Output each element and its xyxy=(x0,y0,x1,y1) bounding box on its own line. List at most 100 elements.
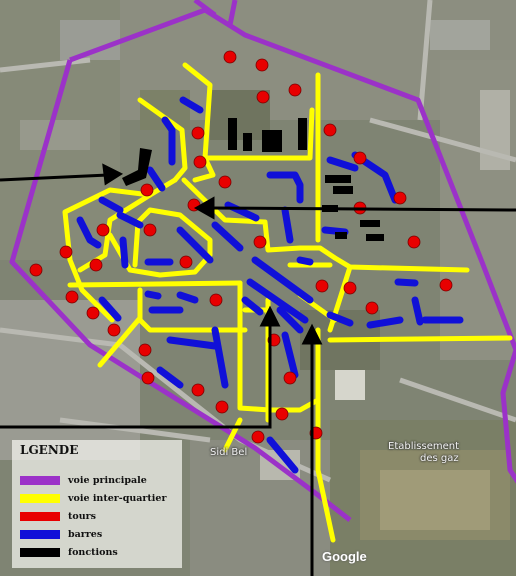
tour xyxy=(365,301,379,315)
barre xyxy=(119,236,129,269)
tour xyxy=(138,343,152,357)
arrowhead xyxy=(102,163,124,186)
tour xyxy=(256,90,270,104)
tour xyxy=(253,235,267,249)
tour xyxy=(215,400,229,414)
tour xyxy=(193,155,207,169)
arrowhead xyxy=(259,305,281,327)
barre xyxy=(266,436,299,474)
tour xyxy=(353,151,367,165)
legend-label: barres xyxy=(68,528,103,540)
place-label: des gaz xyxy=(420,453,459,464)
legend xyxy=(12,440,182,568)
tour xyxy=(275,407,289,421)
tour xyxy=(255,58,269,72)
place-label: Sidi Bel xyxy=(210,447,248,458)
barres-layer xyxy=(76,96,464,474)
tour xyxy=(179,255,193,269)
tour xyxy=(323,123,337,137)
inter-road xyxy=(137,97,188,183)
arrow-voie xyxy=(0,322,272,429)
barre xyxy=(161,116,176,166)
inter-road xyxy=(202,107,315,161)
legend-label: fonctions xyxy=(68,546,118,558)
fonction-block xyxy=(333,186,353,194)
barre xyxy=(211,326,229,389)
google-logo: Google xyxy=(322,549,367,564)
arrow-fonction xyxy=(0,173,109,182)
legend-swatch xyxy=(20,529,60,539)
tour xyxy=(96,223,110,237)
legend-title: LGENDE xyxy=(20,443,79,457)
tour xyxy=(343,281,357,295)
inter-road xyxy=(222,417,243,453)
barre xyxy=(321,226,349,236)
inter-road xyxy=(67,280,243,288)
tour xyxy=(209,293,223,307)
annotation-arrows xyxy=(0,163,516,576)
legend-swatch xyxy=(20,493,60,503)
barre xyxy=(98,196,124,214)
barre xyxy=(144,290,162,300)
legend-item-barres: barres xyxy=(20,528,102,540)
tour xyxy=(191,383,205,397)
tour xyxy=(29,263,43,277)
legend-label: tours xyxy=(68,510,96,522)
legend-swatch xyxy=(20,475,60,485)
inter-road xyxy=(97,315,143,368)
tours-layer xyxy=(29,50,453,444)
tour xyxy=(65,290,79,304)
fonction-block xyxy=(122,148,152,186)
fonction-block xyxy=(228,118,237,150)
main-road-boundary xyxy=(9,59,352,522)
barre xyxy=(394,278,419,287)
voie-inter-quartier-layer xyxy=(62,62,513,543)
barre xyxy=(366,316,404,329)
main-road-branch xyxy=(193,0,217,17)
tour xyxy=(191,126,205,140)
fonction-block xyxy=(262,130,282,152)
inter-road xyxy=(315,327,336,543)
legend-item-fonctions: fonctions xyxy=(20,546,118,558)
arrowhead xyxy=(193,196,215,220)
barre xyxy=(166,336,219,350)
barre xyxy=(76,216,102,249)
barre xyxy=(176,226,214,264)
fonction-block xyxy=(325,175,351,183)
barre xyxy=(116,211,144,229)
tour xyxy=(59,245,73,259)
tour xyxy=(393,191,407,205)
barre xyxy=(98,296,122,322)
inter-road xyxy=(181,177,470,273)
legend-item-voie-principale: voie principale xyxy=(20,474,147,486)
tour xyxy=(283,371,297,385)
barre xyxy=(281,331,299,379)
barre xyxy=(146,166,166,192)
tour xyxy=(140,183,154,197)
fonction-block xyxy=(243,133,252,151)
tour xyxy=(251,430,265,444)
legend-item-tours: tours xyxy=(20,510,96,522)
inter-road xyxy=(327,335,513,343)
legend-swatch xyxy=(20,547,60,557)
barre xyxy=(276,306,304,334)
tour xyxy=(107,323,121,337)
tour xyxy=(223,50,237,64)
barre xyxy=(251,256,314,304)
main-road-branch xyxy=(227,0,238,26)
fonction-block xyxy=(298,118,307,150)
place-label: Etablissement xyxy=(388,441,459,452)
legend-label: voie inter-quartier xyxy=(68,492,167,504)
barre xyxy=(296,256,314,266)
barre xyxy=(411,296,424,326)
inter-road xyxy=(107,207,213,278)
tour xyxy=(89,258,103,272)
tour xyxy=(407,235,421,249)
barre xyxy=(326,311,354,327)
arrow-tour xyxy=(209,206,516,212)
voie-principale-layer xyxy=(9,0,516,522)
tour xyxy=(86,306,100,320)
tour xyxy=(143,223,157,237)
fonction-block xyxy=(366,234,384,241)
